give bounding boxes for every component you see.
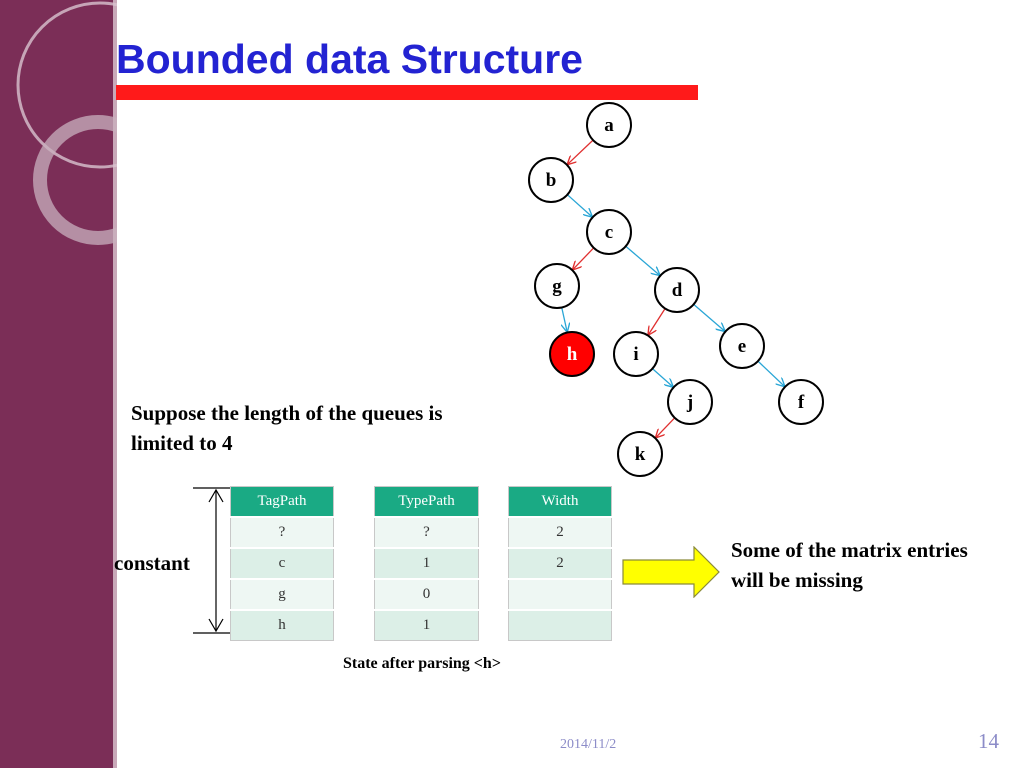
width-table: Width 2 2 <box>508 486 612 641</box>
typepath-cell: 0 <box>374 578 479 610</box>
constant-bracket <box>193 487 230 634</box>
table-row: c <box>230 547 334 579</box>
tree-node-e <box>719 323 765 369</box>
right-arrow-icon <box>622 546 720 598</box>
typepath-cell: 1 <box>374 547 479 579</box>
typepath-cell: ? <box>374 516 479 548</box>
width-cell: 2 <box>508 547 612 579</box>
typepath-table: TypePath ? 1 0 1 <box>374 486 479 641</box>
table-row: 0 <box>374 578 479 610</box>
tree-node-label-i: i <box>633 344 638 365</box>
width-cell <box>508 578 612 610</box>
tree-node-b <box>528 157 574 203</box>
tree-node-i <box>613 331 659 377</box>
tree-node-label-h: h <box>567 344 578 365</box>
tree-node-c <box>586 209 632 255</box>
tree-edge-g-h <box>562 307 567 331</box>
tree-node-label-e: e <box>738 336 746 357</box>
footer-date: 2014/11/2 <box>560 737 617 752</box>
tagpath-cell: ? <box>230 516 334 548</box>
tree-node-g <box>534 263 580 309</box>
tree-edge-d-e <box>693 303 725 331</box>
tree-node-label-j: j <box>686 392 693 413</box>
table-row: 1 <box>374 547 479 579</box>
tree-edge-i-j <box>652 368 672 387</box>
tree-edge-d-i <box>648 308 666 335</box>
typepath-header: TypePath <box>374 486 479 517</box>
width-header: Width <box>508 486 612 517</box>
tree-node-label-b: b <box>546 170 557 191</box>
constant-label: constant <box>114 551 190 575</box>
tree-node-label-g: g <box>552 276 562 297</box>
deco-ring-large <box>16 1 117 169</box>
tree-edge-c-g <box>573 247 595 270</box>
deco-ring-small <box>33 115 117 245</box>
table-row <box>508 578 612 610</box>
width-cell <box>508 609 612 641</box>
table-row: 2 <box>508 516 612 548</box>
tree-node-label-f: f <box>798 392 805 413</box>
table-row <box>508 609 612 641</box>
table-row: ? <box>230 516 334 548</box>
tree-node-a <box>586 102 632 148</box>
tree-node-label-a: a <box>604 115 614 136</box>
tree-node-f <box>778 379 824 425</box>
state-caption: State after parsing <h> <box>343 655 501 672</box>
tree-node-label-k: k <box>635 444 646 465</box>
table-row: h <box>230 609 334 641</box>
page-number: 14 <box>978 729 999 753</box>
table-row: g <box>230 578 334 610</box>
bracket-arrow-down <box>208 618 224 633</box>
tree-edge-c-d <box>625 245 660 275</box>
typepath-cell: 1 <box>374 609 479 641</box>
table-row: 2 <box>508 547 612 579</box>
table-row: ? <box>374 516 479 548</box>
tree-edge-a-b <box>568 139 594 164</box>
tagpath-cell: g <box>230 578 334 610</box>
tree-node-j <box>667 379 713 425</box>
tree-diagram: a b c g d h i e j f k <box>528 102 824 477</box>
decorative-rings <box>16 1 117 245</box>
tree-node-k <box>617 431 663 477</box>
table-row: 1 <box>374 609 479 641</box>
tree-node-label-d: d <box>672 280 683 301</box>
missing-entries-note: Some of the matrix entries will be missi… <box>731 538 968 592</box>
tree-edge-b-c <box>566 194 591 217</box>
tagpath-table: TagPath ? c g h <box>230 486 334 641</box>
bracket-arrow-up <box>208 488 224 503</box>
sidebar-edge <box>113 0 117 768</box>
tree-edge-j-k <box>656 417 676 438</box>
tagpath-cell: c <box>230 547 334 579</box>
tagpath-cell: h <box>230 609 334 641</box>
title-underline-bar <box>116 85 698 100</box>
width-cell: 2 <box>508 516 612 548</box>
slide-title: Bounded data Structure <box>116 36 583 82</box>
tree-node-label-c: c <box>605 222 613 243</box>
tagpath-header: TagPath <box>230 486 334 517</box>
queue-length-note: Suppose the length of the queues is limi… <box>131 401 443 455</box>
tree-node-d <box>654 267 700 313</box>
tree-edge-e-f <box>757 360 784 386</box>
tree-node-h <box>549 331 595 377</box>
